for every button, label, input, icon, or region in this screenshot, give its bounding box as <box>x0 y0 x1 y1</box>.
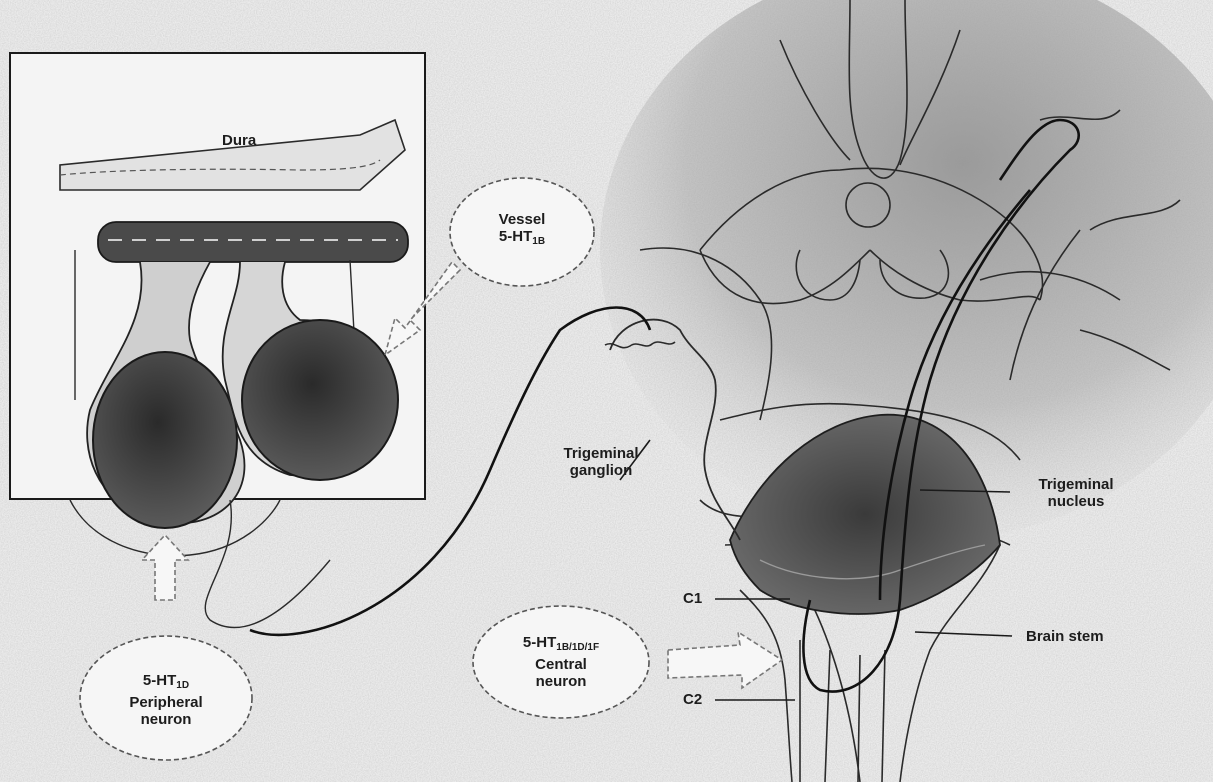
peripheral-line3: neuron <box>106 711 226 728</box>
dura-label: Dura <box>222 132 256 149</box>
central-callout-text: 5-HT1B/1D/1F Central neuron <box>486 634 636 690</box>
c2-label: C2 <box>683 691 702 708</box>
central-line2: Central <box>486 656 636 673</box>
central-line3: neuron <box>486 673 636 690</box>
peripheral-receptor: 5-HT1D <box>106 672 226 694</box>
brain-stem-label: Brain stem <box>1026 628 1104 645</box>
vessel-callout-text: Vessel 5-HT1B <box>476 211 568 250</box>
vessel-title: Vessel <box>476 211 568 228</box>
trigeminal-nucleus-label: Trigeminal nucleus <box>1016 476 1136 510</box>
peripheral-callout-text: 5-HT1D Peripheral neuron <box>106 672 226 728</box>
vessel-receptor: 5-HT1B <box>476 228 568 250</box>
c1-label: C1 <box>683 590 702 607</box>
trigeminal-ganglion-label: Trigeminal ganglion <box>536 445 666 479</box>
central-receptor: 5-HT1B/1D/1F <box>486 634 636 656</box>
peripheral-line2: Peripheral <box>106 694 226 711</box>
